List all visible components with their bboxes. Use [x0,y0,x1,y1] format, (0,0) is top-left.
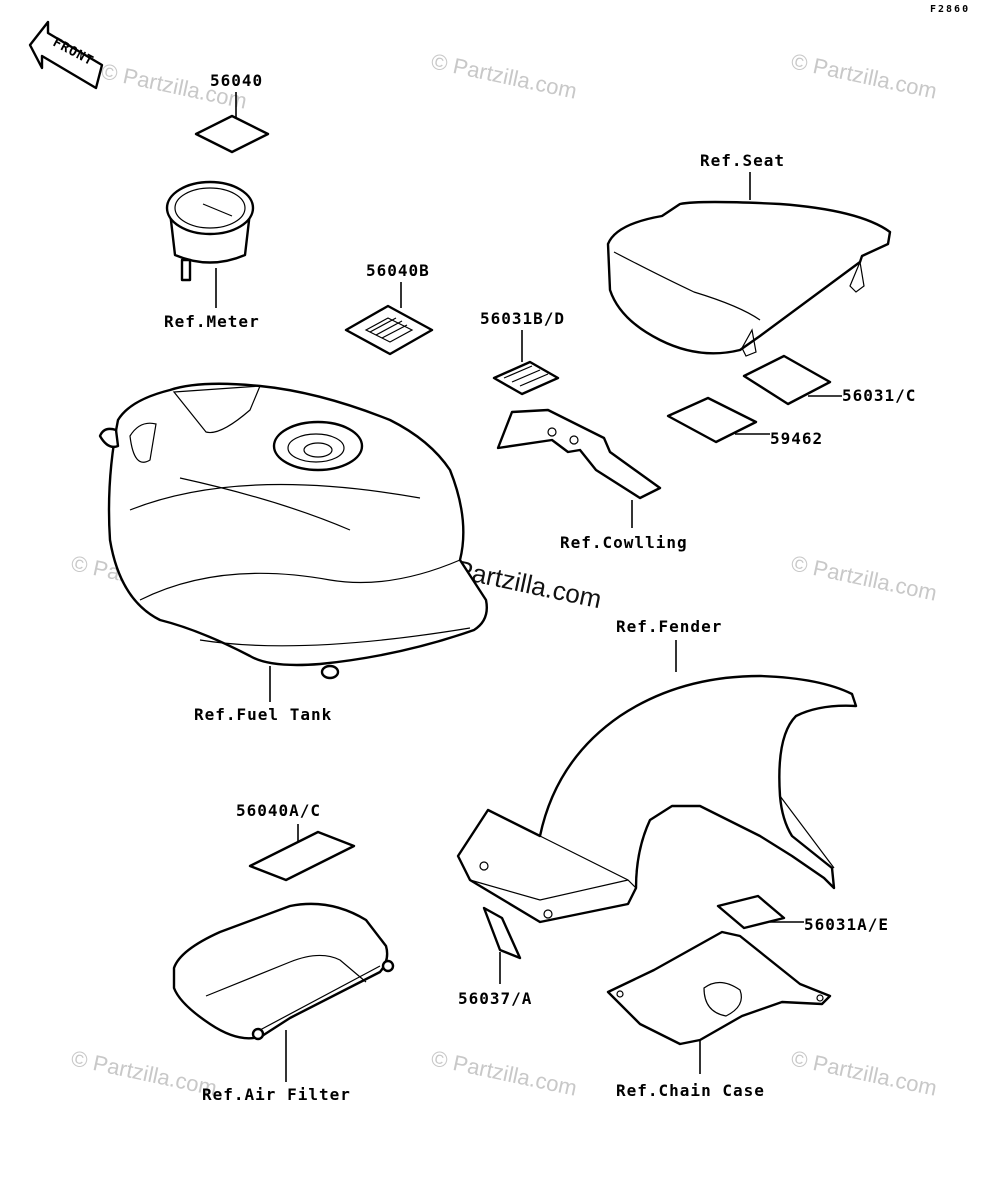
ref-seat-label: Ref.Seat [700,151,785,170]
fuel-tank-icon [98,382,488,702]
label-sticker-icon [194,114,270,154]
part-number-56037a: 56037/A [458,989,532,1008]
label-56037a-group: 56037/A [458,906,532,1008]
air-filter-icon [172,902,395,1082]
watermark: © Partzilla.com [789,48,939,103]
fender-icon [456,674,858,924]
label-56031c-group: 56031/C [742,354,916,406]
label-sticker-icon [742,354,832,406]
ref-fuel-tank-label: Ref.Fuel Tank [194,705,332,724]
label-56040b-group: 56040B [344,261,434,356]
part-number-56031ae: 56031A/E [804,915,889,934]
watermark: © Partzilla.com [789,550,939,605]
watermark: © Partzilla.com [429,48,579,103]
part-number-56040ac: 56040A/C [236,801,321,820]
part-number-59462: 59462 [770,429,823,448]
ref-cowling-label: Ref.Cowlling [560,533,688,552]
label-56040ac-group: 56040A/C [236,801,356,882]
cowling-icon [496,408,662,528]
watermark: © Partzilla.com [429,1045,579,1100]
label-sticker-icon [716,894,786,930]
label-56040-group: 56040 [194,71,270,154]
label-sticker-icon [344,304,434,356]
label-56031bd-group: 56031B/D [480,309,565,396]
label-56031ae-group: 56031A/E [716,894,889,934]
seat-icon [606,200,892,357]
ref-fender-label: Ref.Fender [616,617,722,636]
part-number-56040b: 56040B [366,261,430,280]
ref-meter-label: Ref.Meter [164,312,260,331]
label-59462-group: 59462 [666,396,823,448]
diagram-code: F2860 [930,4,970,15]
part-number-56031c: 56031/C [842,386,916,405]
watermark: © Partzilla.com [69,1045,219,1100]
part-number-56040: 56040 [210,71,263,90]
label-sticker-icon [666,396,758,444]
part-number-56031bd: 56031B/D [480,309,565,328]
label-sticker-icon [492,360,560,396]
watermark: © Partzilla.com [789,1045,939,1100]
ref-chain-case-label: Ref.Chain Case [616,1081,765,1100]
chain-case-icon [606,930,832,1074]
label-sticker-icon [248,830,356,882]
front-arrow-icon: FRONT [28,20,104,90]
label-sticker-icon [482,906,522,960]
meter-icon [165,180,255,308]
ref-air-filter-label: Ref.Air Filter [202,1085,351,1104]
